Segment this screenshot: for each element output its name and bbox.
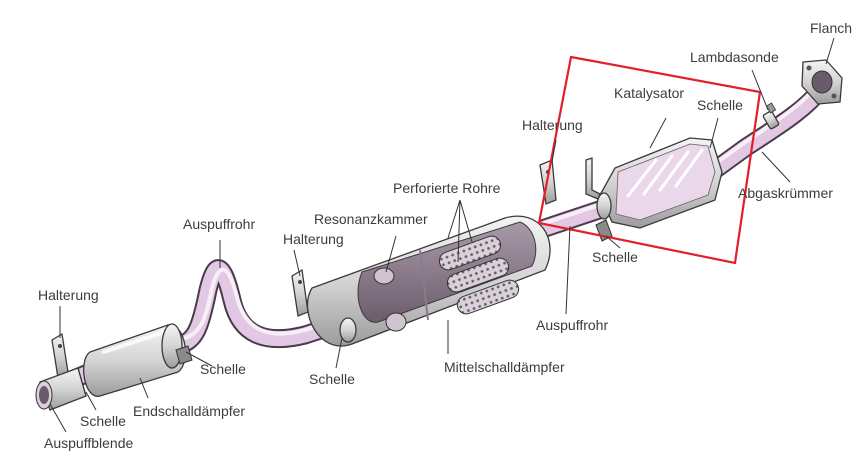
flange [801, 59, 843, 105]
label-halterung-left: Halterung [38, 287, 99, 303]
label-halterung-kat: Halterung [522, 117, 583, 133]
label-abgaskruemmer: Abgaskrümmer [738, 185, 833, 201]
label-halterung-mid: Halterung [283, 231, 344, 247]
label-endschalldaempfer: Endschalldämpfer [133, 403, 245, 419]
tailpipe-trim [35, 367, 87, 411]
bracket-middle [291, 268, 309, 317]
catalytic-converter-highlight-box [537, 55, 762, 265]
label-schelle-mid: Schelle [592, 249, 638, 265]
rear-muffler [83, 323, 193, 397]
label-schelle-end: Schelle [200, 361, 246, 377]
label-resonanzkammer: Resonanzkammer [314, 211, 428, 227]
label-flansch: Flanch [810, 20, 852, 36]
label-auspuffblende: Auspuffblende [44, 435, 133, 451]
leader-lines [49, 37, 835, 433]
label-auspuffrohr-mid: Auspuffrohr [536, 317, 608, 333]
catalytic-converter [585, 137, 723, 229]
label-auspuffrohr-left: Auspuffrohr [183, 216, 255, 232]
label-schelle-mitte: Schelle [309, 371, 355, 387]
label-lambdasonde: Lambdasonde [690, 49, 779, 65]
middle-muffler [306, 215, 551, 347]
label-katalysator: Katalysator [614, 85, 684, 101]
label-schelle-kat: Schelle [697, 97, 743, 113]
lambda-sensor [762, 102, 780, 130]
bracket-rear [51, 332, 69, 380]
label-perforierte-rohre: Perforierte Rohre [393, 180, 501, 196]
label-schelle-blende: Schelle [80, 413, 126, 429]
labels: Flanch Lambdasonde Katalysator Schelle H… [38, 20, 852, 451]
label-mittelschalldaempfer: Mittelschalldämpfer [444, 359, 565, 375]
